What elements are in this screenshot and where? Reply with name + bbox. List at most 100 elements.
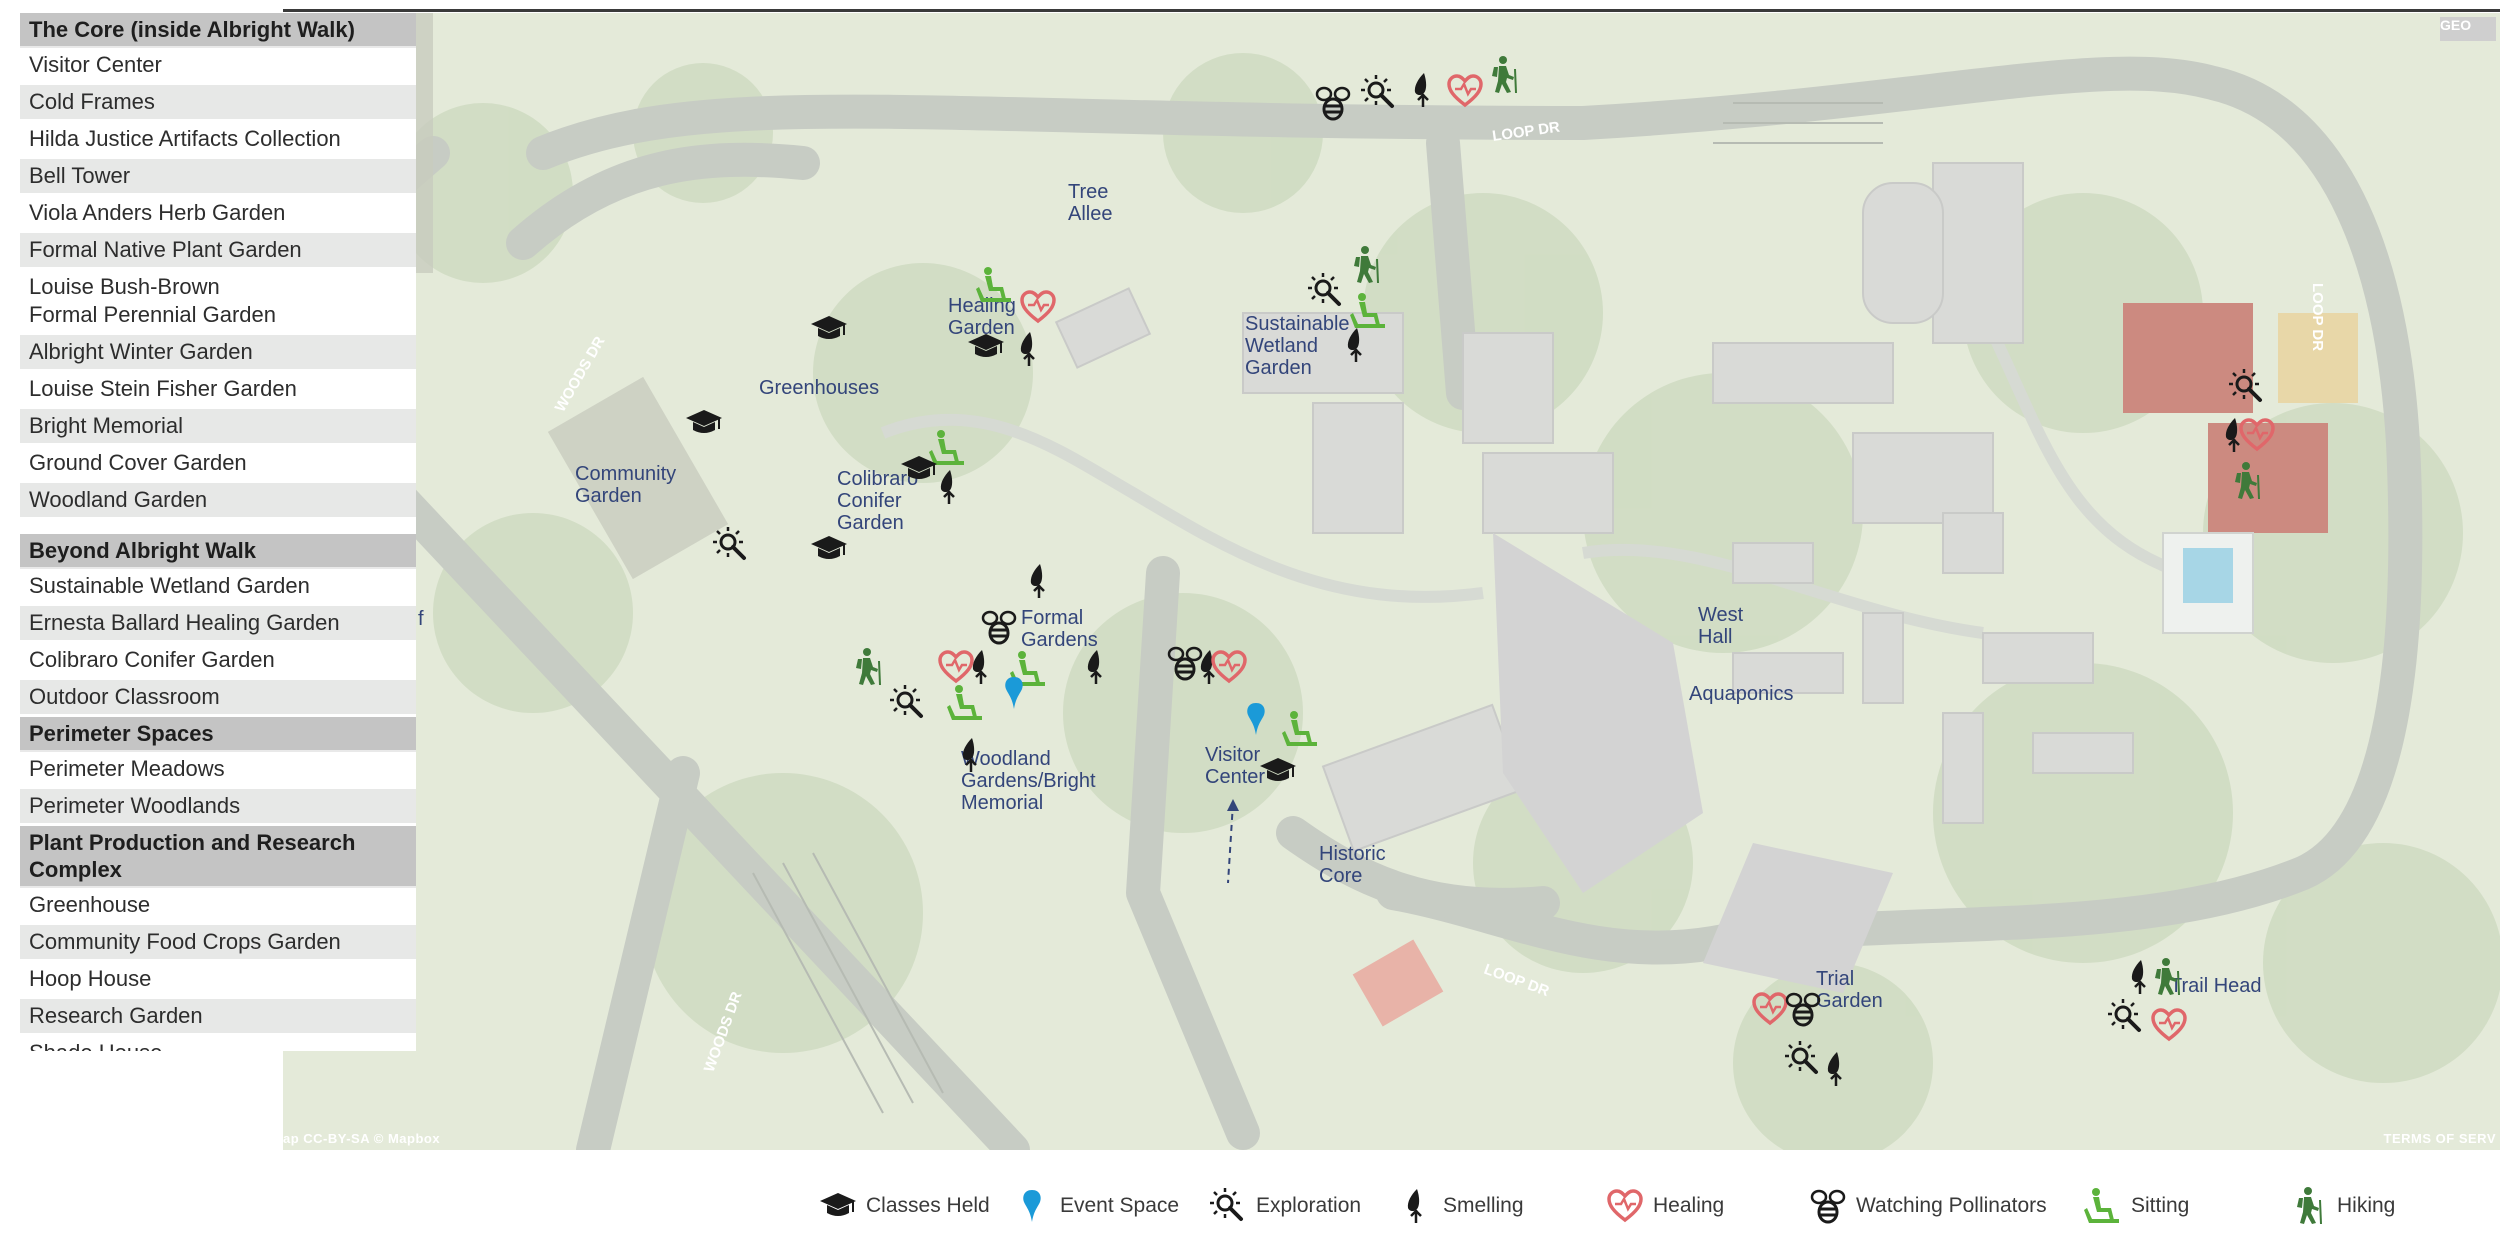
hiking-icon[interactable] (2147, 957, 2187, 997)
smelling-icon[interactable] (1018, 561, 1058, 601)
garden-list-item[interactable]: Ground Cover Garden (20, 446, 416, 483)
sitting-icon[interactable] (928, 428, 968, 468)
garden-list-item[interactable]: Woodland Garden (20, 483, 416, 520)
classes-held-icon[interactable] (809, 529, 849, 569)
map-top-border (283, 9, 2500, 12)
smelling-icon[interactable] (2213, 415, 2253, 455)
garden-list-item[interactable]: Perimeter Meadows (20, 752, 416, 789)
label-formal-gardens: Formal Gardens (1021, 607, 1098, 651)
legend-label: Sitting (2131, 1194, 2190, 1217)
classes-held-icon[interactable] (1258, 751, 1298, 791)
watching-pollinators-icon[interactable] (1165, 643, 1205, 683)
watching-pollinators-icon[interactable] (1783, 989, 1823, 1029)
garden-list-item[interactable]: Cold Frames (20, 85, 416, 122)
legend-item: Hiking (2289, 1178, 2395, 1234)
sitting-icon[interactable] (946, 683, 986, 723)
event-space-icon[interactable] (994, 673, 1034, 713)
healing-icon[interactable] (1209, 647, 1249, 687)
smelling-icon[interactable] (1335, 325, 1375, 365)
hiking-icon[interactable] (2227, 461, 2267, 501)
campus-map[interactable]: Tree Allee Healing Garden Sustainable We… (283, 13, 2500, 1150)
garden-list-item[interactable]: Hilda Justice Artifacts Collection (20, 122, 416, 159)
sitting-icon[interactable] (975, 265, 1015, 305)
healing-icon[interactable] (1018, 287, 1058, 327)
hiking-icon (2289, 1186, 2329, 1226)
legend-label: Watching Pollinators (1856, 1194, 2047, 1217)
garden-list-item[interactable]: Bell Tower (20, 159, 416, 196)
garden-list-item[interactable]: Formal Native Plant Garden (20, 233, 416, 270)
classes-held-icon[interactable] (966, 327, 1006, 367)
exploration-icon[interactable] (2227, 367, 2267, 407)
label-trial-garden: Trial Garden (1816, 968, 1883, 1012)
garden-list-item[interactable]: Perimeter Woodlands (20, 789, 416, 826)
garden-list-item[interactable]: Research Garden (20, 999, 416, 1036)
garden-list-item[interactable]: Community Food Crops Garden (20, 925, 416, 962)
map-terms-link[interactable]: TERMS OF SERV (2383, 1131, 2496, 1146)
healing-icon (1605, 1186, 1645, 1226)
healing-icon[interactable] (936, 647, 976, 687)
smelling-icon[interactable] (1815, 1049, 1855, 1089)
garden-list-item[interactable]: Colibraro Conifer Garden (20, 643, 416, 680)
watching-pollinators-icon[interactable] (979, 607, 1019, 647)
garden-list-item[interactable]: Louise Stein Fisher Garden (20, 372, 416, 409)
watching-pollinators-icon (1808, 1186, 1848, 1226)
label-colibraro-conifer-garden: Colibraro Conifer Garden (837, 468, 919, 534)
garden-list-item[interactable]: Outdoor Classroom (20, 680, 416, 717)
event-space-icon[interactable] (1236, 699, 1276, 739)
smelling-icon[interactable] (1075, 647, 1115, 687)
legend-item: Watching Pollinators (1808, 1178, 2047, 1234)
smelling-icon[interactable] (960, 647, 1000, 687)
legend-label: Exploration (1256, 1194, 1362, 1217)
legend-item: Sitting (2083, 1178, 2189, 1234)
exploration-icon[interactable] (711, 525, 751, 565)
map-legend: Classes Held Event Space Exploration Sme… (0, 1178, 2500, 1234)
smelling-icon[interactable] (928, 467, 968, 507)
smelling-icon[interactable] (2119, 957, 2159, 997)
sitting-icon[interactable] (1281, 709, 1321, 749)
sitting-icon[interactable] (1349, 291, 1389, 331)
hiking-icon[interactable] (1484, 55, 1524, 95)
legend-label: Healing (1653, 1194, 1725, 1217)
garden-list-item[interactable]: Visitor Center (20, 48, 416, 85)
garden-list-item[interactable]: Shade House (20, 1036, 416, 1051)
classes-held-icon[interactable] (684, 403, 724, 443)
exploration-icon[interactable] (888, 683, 928, 723)
garden-list-item[interactable]: Greenhouse (20, 888, 416, 925)
label-visitor-center: Visitor Center (1205, 744, 1266, 788)
section-header: The Core (inside Albright Walk) (20, 13, 416, 48)
healing-icon[interactable] (2149, 1005, 2189, 1045)
label-aquaponics: Aquaponics (1689, 683, 1794, 705)
label-historic-core: Historic Core (1319, 843, 1386, 887)
classes-held-icon[interactable] (809, 309, 849, 349)
legend-item: Exploration (1208, 1178, 1361, 1234)
section-header: Plant Production and Research Complex (20, 826, 416, 888)
healing-icon[interactable] (1750, 989, 1790, 1029)
healing-icon[interactable] (2237, 415, 2277, 455)
legend-label: Smelling (1443, 1194, 1524, 1217)
smelling-icon[interactable] (1402, 70, 1442, 110)
garden-list-item[interactable]: Viola Anders Herb Garden (20, 196, 416, 233)
exploration-icon[interactable] (1306, 271, 1346, 311)
smelling-icon[interactable] (950, 735, 990, 775)
garden-list-item[interactable]: Hoop House (20, 962, 416, 999)
garden-list-item[interactable]: Albright Winter Garden (20, 335, 416, 372)
healing-icon[interactable] (1445, 71, 1485, 111)
map-attribution[interactable]: ap CC-BY-SA © Mapbox (283, 1131, 441, 1146)
garden-list-item[interactable]: Bright Memorial (20, 409, 416, 446)
exploration-icon[interactable] (1783, 1039, 1823, 1079)
map-corner-button[interactable]: GEO (2440, 17, 2496, 41)
classes-held-icon[interactable] (899, 449, 939, 489)
smelling-icon[interactable] (1188, 647, 1228, 687)
hiking-icon[interactable] (848, 647, 888, 687)
garden-list-item[interactable]: Ernesta Ballard Healing Garden (20, 606, 416, 643)
watching-pollinators-icon[interactable] (1313, 83, 1353, 123)
exploration-icon[interactable] (2106, 997, 2146, 1037)
garden-list-item[interactable]: Louise Bush-Brown Formal Perennial Garde… (20, 270, 416, 335)
exploration-icon[interactable] (1359, 73, 1399, 113)
smelling-icon[interactable] (1008, 329, 1048, 369)
garden-list-item[interactable]: Sustainable Wetland Garden (20, 569, 416, 606)
event-space-icon (1012, 1186, 1052, 1226)
hiking-icon[interactable] (1346, 245, 1386, 285)
sitting-icon (2083, 1186, 2123, 1226)
label-community-garden: Community Garden (575, 463, 677, 507)
